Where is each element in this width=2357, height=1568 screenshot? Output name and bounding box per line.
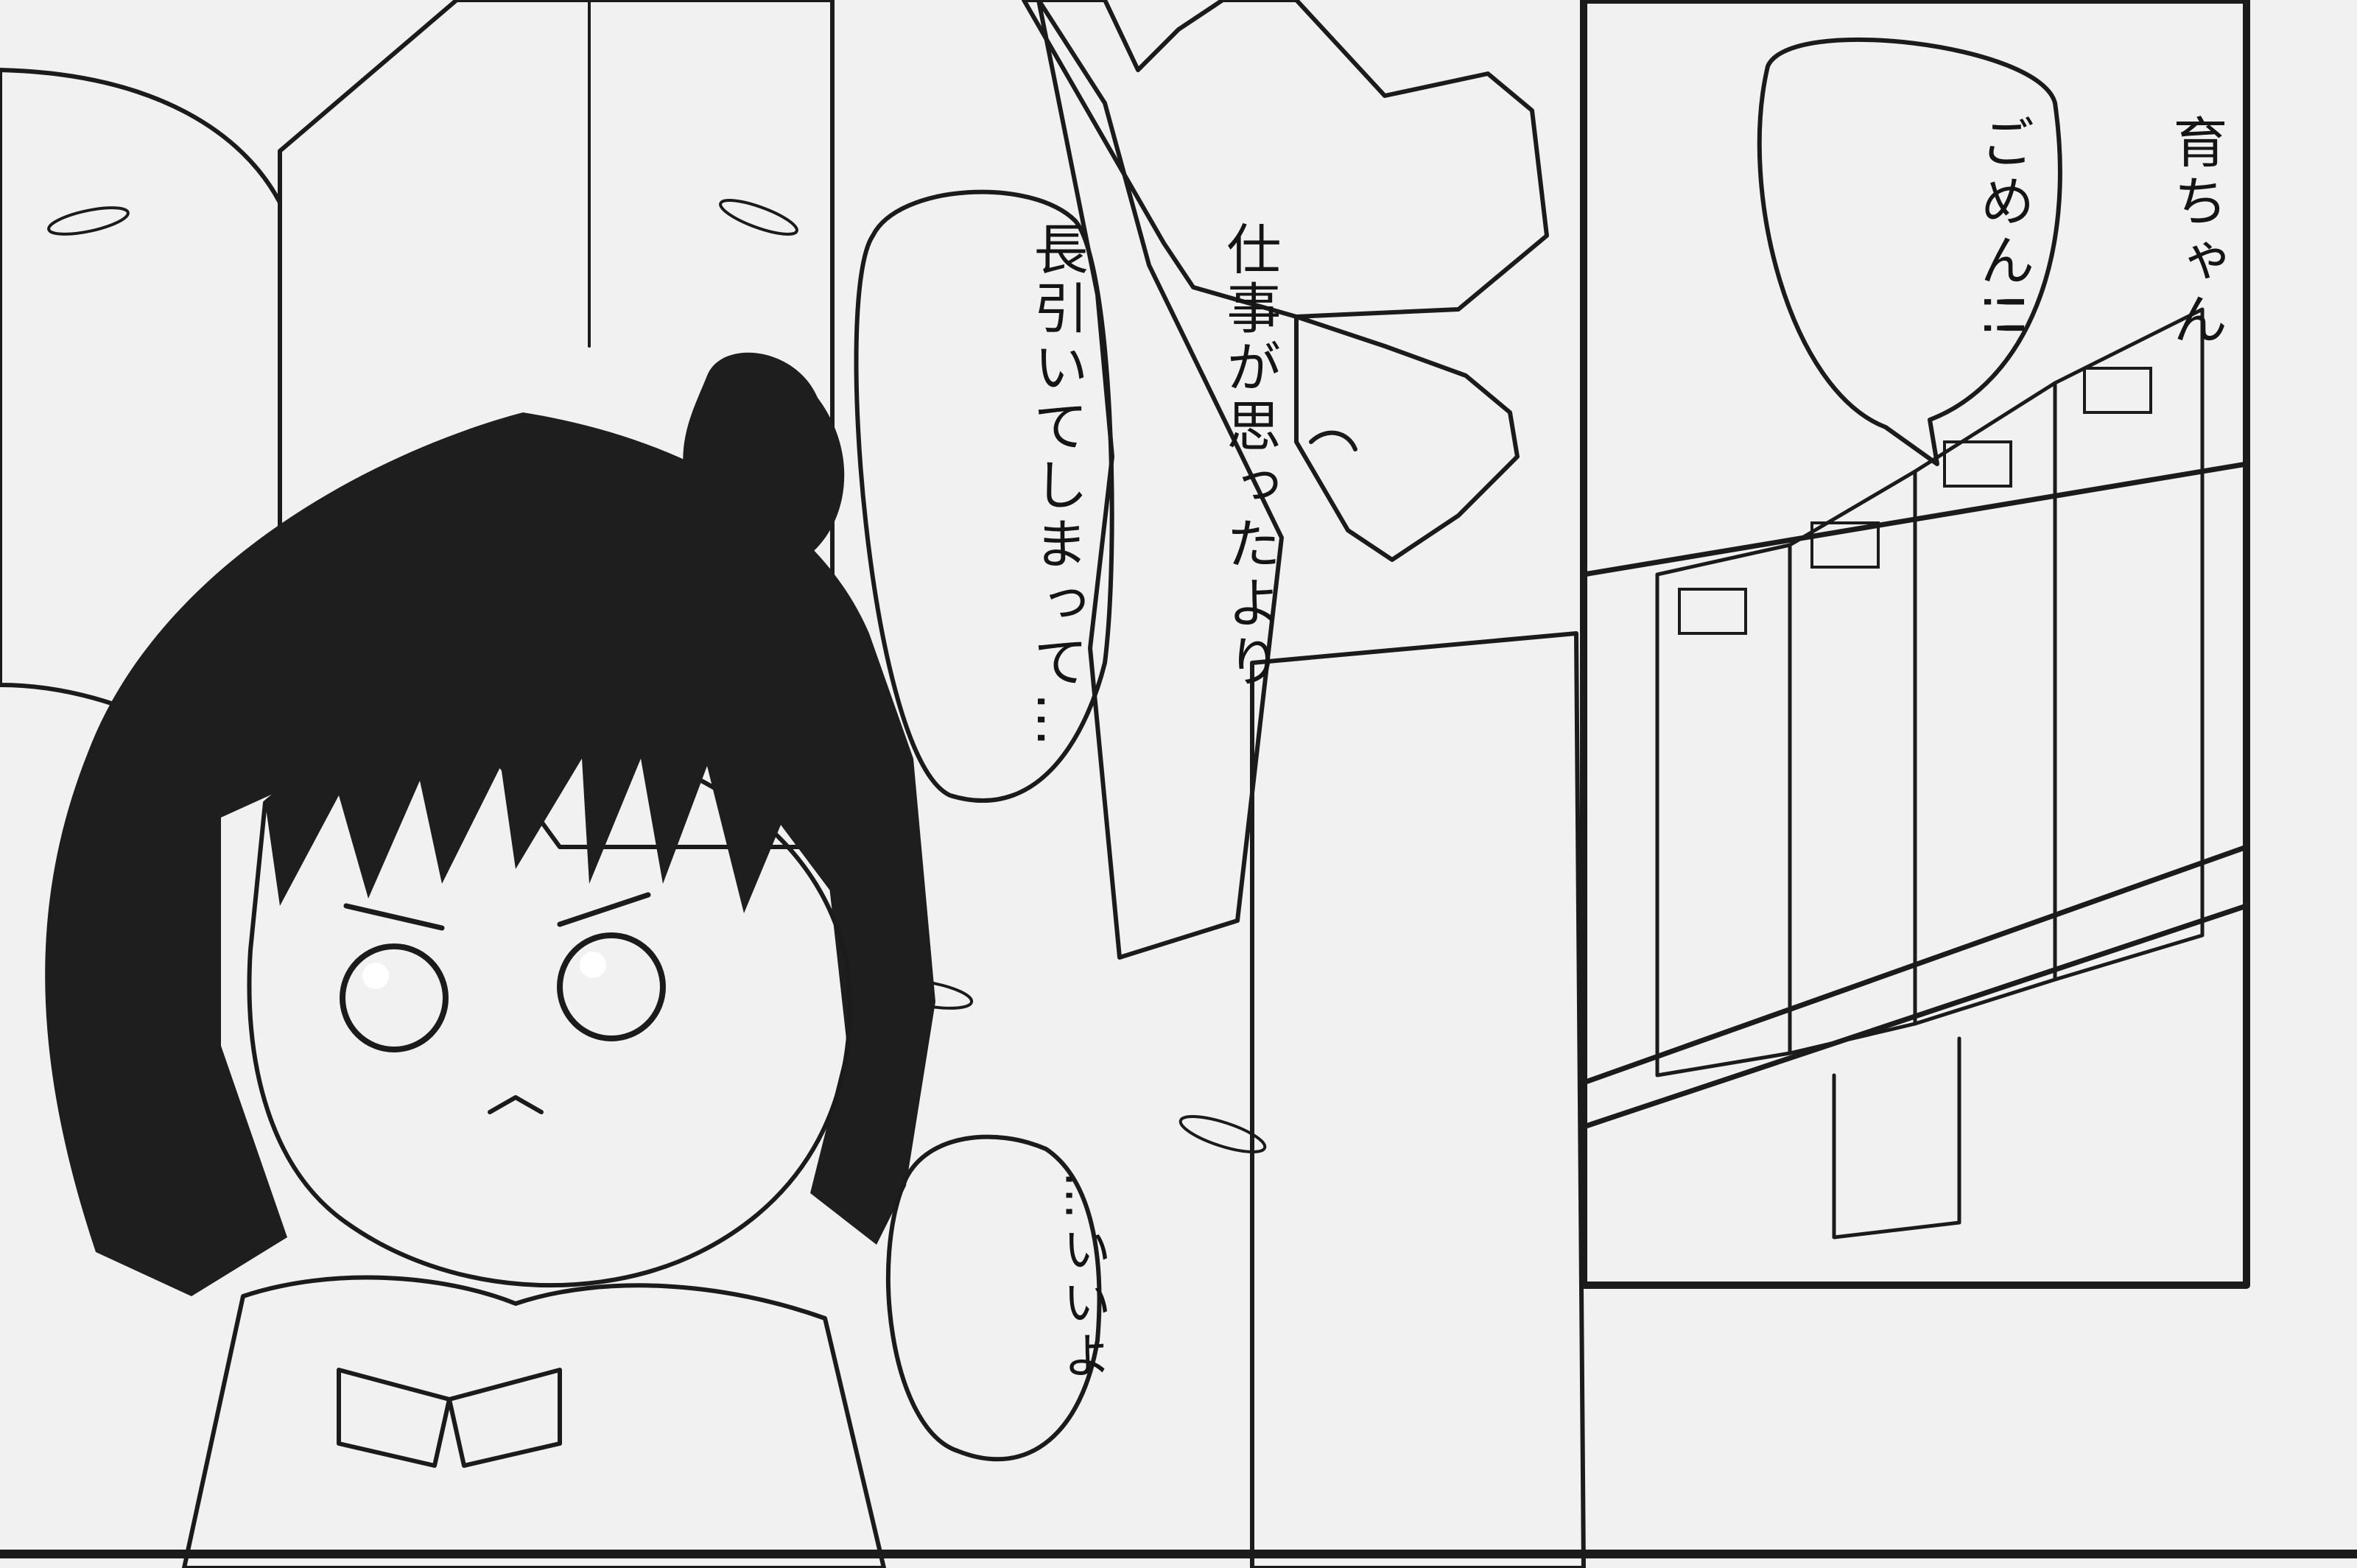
speech-bubble-2-line-1: 育ちゃん xyxy=(2163,114,2227,350)
speech-bubble-1-line-1: 仕事が思ったより xyxy=(1217,221,1281,692)
speech-bubble-3-line-1: …いいよ xyxy=(1054,1171,1111,1383)
right-panel-bookshelf xyxy=(1580,0,2250,1289)
speech-bubble-2-line-2: ごめん!! xyxy=(1970,114,2034,344)
speech-bubble-1 xyxy=(854,189,1114,803)
speech-bubble-2 xyxy=(1757,37,2062,466)
speech-bubble-1-line-2: 長引いてしまって… xyxy=(1024,221,1088,751)
speech-bubble-1-text: 仕事が思ったより 長引いてしまって… xyxy=(895,221,1410,751)
speech-bubble-2-text: 育ちゃん ごめん!! xyxy=(1841,114,2356,350)
girl-figure xyxy=(45,352,935,1568)
speech-bubble-3 xyxy=(885,1134,1102,1462)
speech-bubble-3-text: …いいよ xyxy=(939,1171,1226,1383)
